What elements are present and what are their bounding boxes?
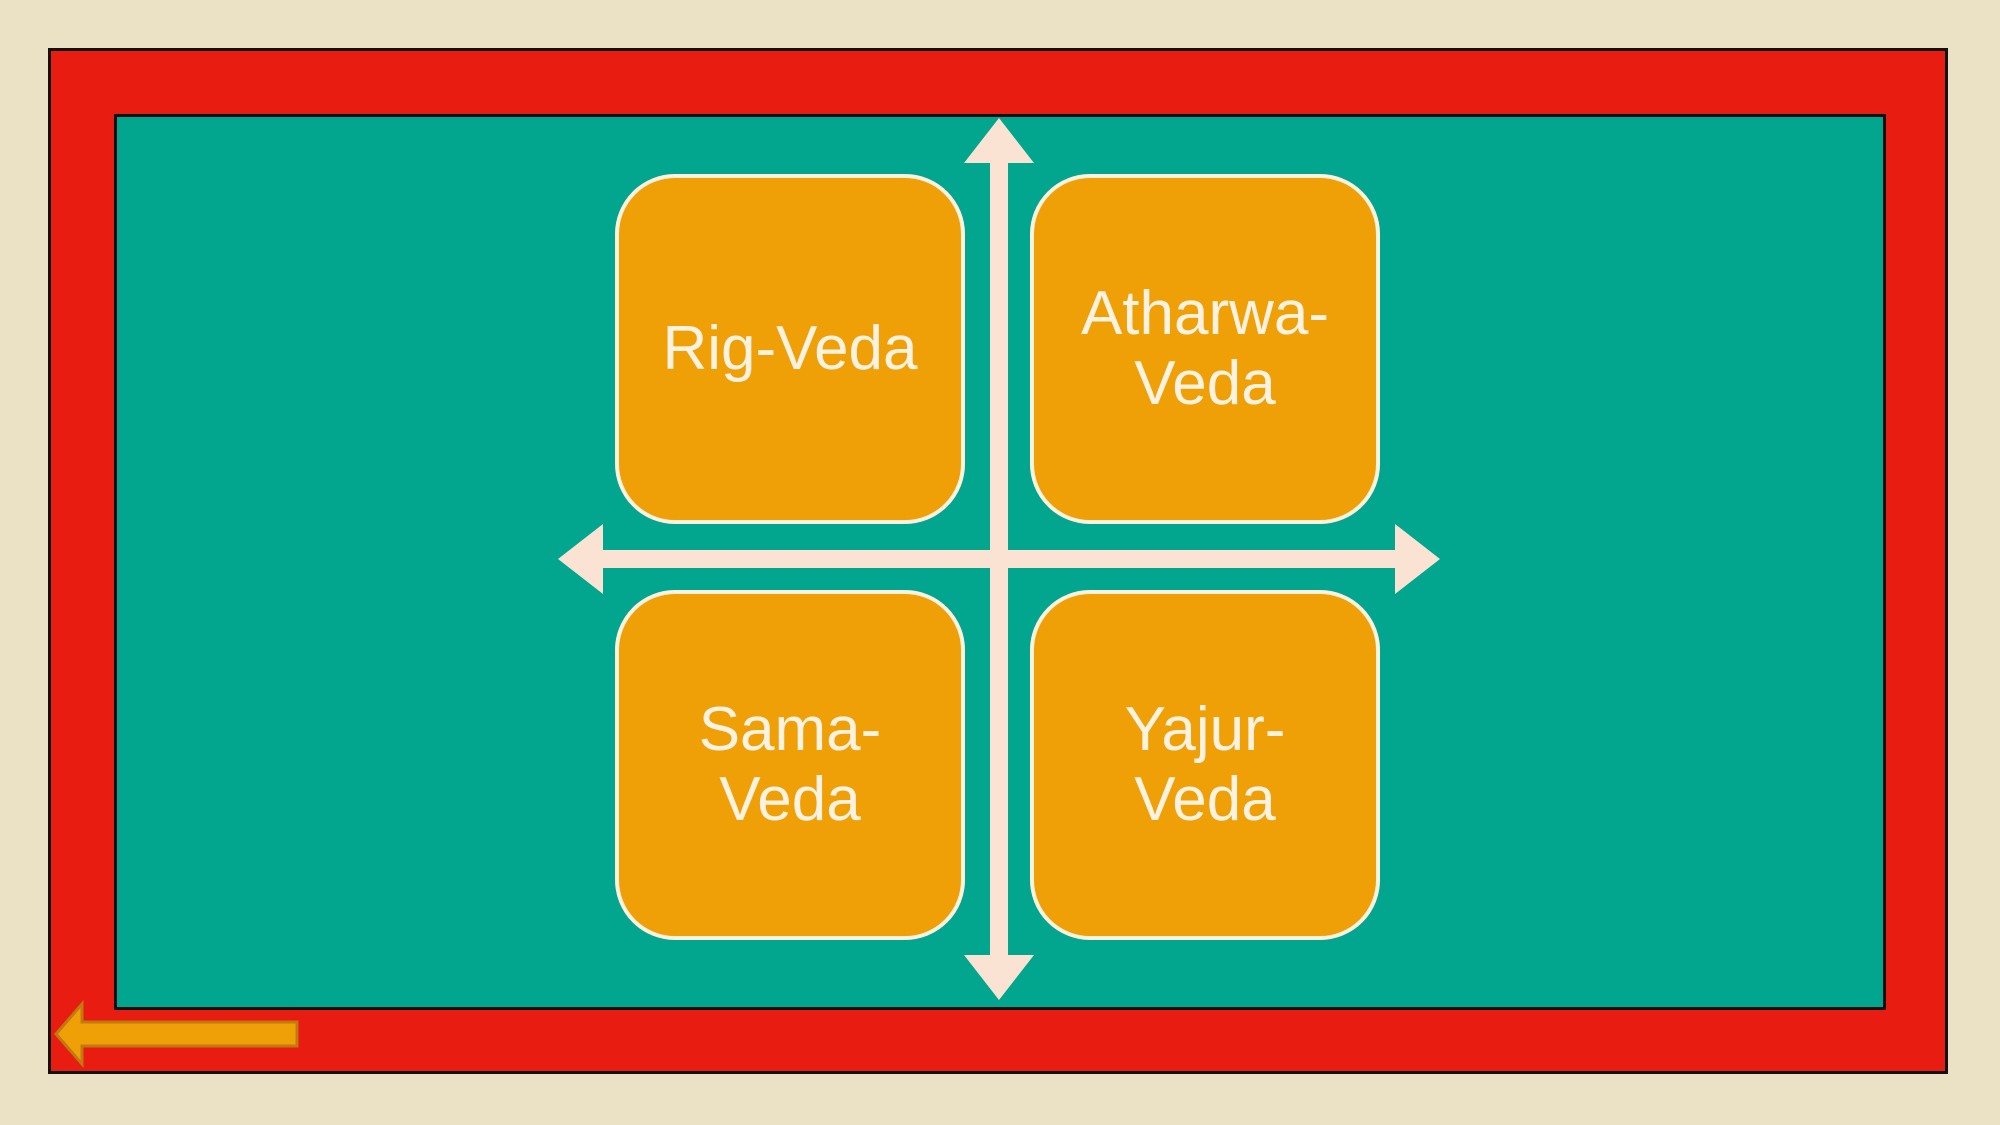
back-button[interactable] — [52, 998, 302, 1070]
left-arrow-icon — [54, 999, 299, 1069]
rig-veda-box: Rig-Veda — [615, 174, 965, 524]
sama-veda-label: Sama-Veda — [698, 695, 882, 834]
yajur-veda-box: Yajur-Veda — [1030, 590, 1380, 940]
green-panel — [114, 114, 1886, 1010]
atharwa-veda-label: Atharwa-Veda — [1080, 279, 1330, 418]
sama-veda-box: Sama-Veda — [615, 590, 965, 940]
atharwa-veda-box: Atharwa-Veda — [1030, 174, 1380, 524]
yajur-veda-label: Yajur-Veda — [1124, 695, 1286, 834]
rig-veda-label: Rig-Veda — [662, 314, 918, 383]
